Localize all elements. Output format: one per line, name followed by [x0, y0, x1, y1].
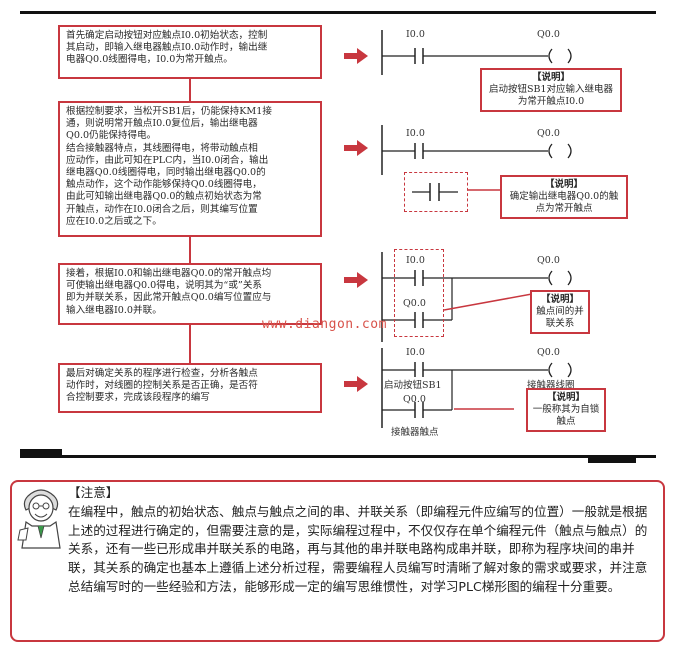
contactor-contact-label: 接触器触点: [391, 427, 439, 438]
contact-symbol: [412, 183, 458, 201]
start-button-label: 启动按钮SB1: [384, 377, 442, 391]
step-box-3: 接着，根据I0.0和输出继电器Q0.0的常开触点均 可使输出继电器Q0.0得电，…: [58, 263, 322, 325]
note-pointer: [454, 408, 514, 410]
teacher-character-icon: [17, 489, 61, 549]
contact-label: I0.0: [406, 128, 425, 139]
contact-label: I0.0: [406, 29, 425, 40]
bottom-rule-accent-left: [20, 449, 62, 455]
coil-label: Q0.0: [537, 255, 560, 266]
coil-label: Q0.0: [537, 29, 560, 40]
notice-text: 在编程中，触点的初始状态、触点与触点之间的串、并联关系（即编程元件应编写的位置）…: [68, 503, 648, 594]
contact-label: Q0.0: [403, 394, 426, 405]
ladder-rung-1: [381, 30, 572, 75]
arrow-right-icon: [344, 140, 368, 156]
step-box-4: 最后对确定关系的程序进行检查，分析各触点 动作时，对线圈的控制关系是否正确，是否…: [58, 363, 322, 413]
bottom-rule-accent-right: [588, 458, 636, 463]
highlight-box: [404, 172, 468, 212]
ladder-rung-4: [381, 348, 572, 428]
note-box-2: 【说明】 确定输出继电器Q0.0的触点为常开触点: [500, 175, 628, 219]
note-text: 触点间的并联关系: [536, 306, 584, 329]
bottom-rule: [20, 455, 656, 458]
arrow-right-icon: [344, 48, 368, 64]
notice-panel: [10, 480, 665, 642]
arrow-right-icon: [344, 272, 368, 288]
contact-label: Q0.0: [403, 298, 426, 309]
step-connector: [189, 325, 191, 363]
note-pointer: [444, 293, 532, 311]
note-box-4: 【说明】 一般称其为自锁触点: [526, 388, 606, 432]
top-rule: [20, 11, 656, 14]
note-title: 【说明】: [544, 179, 583, 190]
coil-label: Q0.0: [537, 347, 560, 358]
note-box-1: 【说明】 启动按钮SB1对应输入继电器为常开触点I0.0: [480, 68, 622, 112]
coil-label: Q0.0: [537, 128, 560, 139]
note-text: 启动按钮SB1对应输入继电器为常开触点I0.0: [488, 84, 614, 107]
notice-body: 【注意】 在编程中，触点的初始状态、触点与触点之间的串、并联关系（即编程元件应编…: [68, 484, 656, 636]
arrow-right-icon: [344, 376, 368, 392]
coil-description-label: 接触器线圈: [527, 380, 575, 391]
highlight-box: [394, 249, 444, 337]
note-title: 【说明】: [540, 294, 579, 305]
note-text: 一般称其为自锁触点: [532, 404, 600, 427]
step-connector: [189, 79, 191, 101]
step-box-1: 首先确定启动按钮对应触点I0.0初始状态，控制 其启动，即输入继电器触点I0.0…: [58, 25, 322, 79]
notice-title: 【注意】: [68, 485, 119, 500]
note-box-3: 【说明】 触点间的并联关系: [530, 290, 590, 334]
ladder-rung-2: [381, 125, 572, 175]
contact-label: I0.0: [406, 255, 425, 266]
watermark: www.diangon.com: [262, 317, 387, 332]
step-box-2: 根据控制要求，当松开SB1后，仍能保持KM1接 通，则说明常开触点I0.0复位后…: [58, 101, 322, 237]
step-connector: [189, 237, 191, 263]
note-title: 【说明】: [531, 72, 570, 83]
contact-label: I0.0: [406, 347, 425, 358]
note-text: 确定输出继电器Q0.0的触点为常开触点: [509, 191, 619, 214]
note-pointer: [468, 189, 500, 191]
note-title: 【说明】: [546, 392, 585, 403]
